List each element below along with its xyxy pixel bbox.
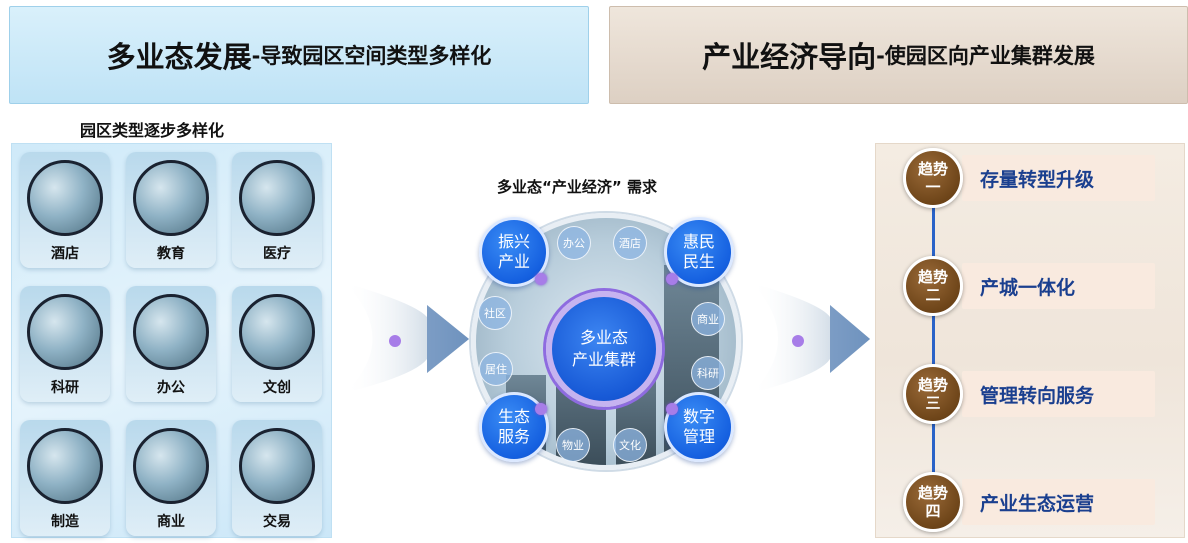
type-label: 文创 [263,380,291,396]
office-photo [133,294,209,370]
trend-badge: 趋势 二 [903,256,963,316]
node-line2: 产业 [497,252,530,271]
connector-dot [535,273,547,285]
type-label: 医疗 [263,246,291,262]
trend-badge: 趋势 三 [903,364,963,424]
bubble-residence: 居住 [479,352,513,386]
type-label: 科研 [51,380,79,396]
bubble-office: 办公 [557,226,591,260]
trend-box: 管理转向服务 [962,371,1155,417]
trend-tag: 趋势 [917,376,948,394]
trading-photo [239,428,315,504]
type-label: 教育 [157,246,185,262]
trend-badge: 趋势 一 [903,148,963,208]
node-line1: 生态 [497,407,530,426]
trend-tag: 趋势 [917,484,948,502]
node-line2: 服务 [497,427,530,446]
type-tile: 制造 [20,420,110,536]
trend-number: 三 [925,394,941,412]
type-label: 交易 [263,514,291,530]
arrow-right-icon [345,283,469,393]
hotel-photo [27,160,103,236]
research-photo [27,294,103,370]
connector-dot [535,403,547,415]
type-tile: 交易 [232,420,322,536]
bubble-commerce: 商业 [691,302,725,336]
node-line1: 惠民 [682,232,715,251]
type-tile: 酒店 [20,152,110,268]
type-tile: 办公 [126,286,216,402]
trend-number: 四 [925,502,941,520]
core-circle: 多业态 产业集群 [546,291,662,407]
banner-left: 多业态发展 -导致园区空间类型多样化 [9,6,589,104]
trend-badge: 趋势 四 [903,472,963,532]
bubble-hotel: 酒店 [613,226,647,260]
trend-box: 产业生态运营 [962,479,1155,525]
node-revitalize: 振兴 产业 [479,217,549,287]
trend-tag: 趋势 [917,268,948,286]
center-title: 多业态“产业经济” 需求 [497,178,657,196]
type-label: 制造 [51,514,79,530]
connector-dot [666,273,678,285]
core-line2: 产业集群 [571,350,636,369]
bubble-property: 物业 [556,428,590,462]
type-tile: 教育 [126,152,216,268]
trend-box: 存量转型升级 [962,155,1155,201]
trend-tag: 趋势 [917,160,948,178]
type-label: 商业 [157,514,185,530]
type-tile: 医疗 [232,152,322,268]
node-eco-service: 生态 服务 [479,392,549,462]
park-types-panel: 酒店 教育 医疗 科研 办公 文创 制造 商业 交易 [11,143,332,538]
banner-right-main: 产业经济导向 [702,40,877,74]
node-line2: 民生 [682,252,715,271]
arrow-right-icon [752,283,870,393]
banner-right: 产业经济导向 -使园区向产业集群发展 [609,6,1188,104]
core-line1: 多业态 [579,328,628,347]
medical-photo [239,160,315,236]
connector-dot [666,403,678,415]
manufacturing-photo [27,428,103,504]
type-tile: 科研 [20,286,110,402]
node-line2: 管理 [682,427,715,446]
banner-left-sub: -导致园区空间类型多样化 [251,44,492,68]
trend-box: 产城一体化 [962,263,1155,309]
bubble-research: 科研 [691,356,725,390]
bubble-culture: 文化 [613,428,647,462]
node-line1: 振兴 [497,232,530,251]
type-tile: 文创 [232,286,322,402]
creative-photo [239,294,315,370]
type-label: 办公 [157,380,185,396]
node-line1: 数字 [682,407,715,426]
timeline-line [932,175,935,505]
education-photo [133,160,209,236]
node-digital-mgmt: 数字 管理 [664,392,734,462]
trend-number: 一 [925,178,941,196]
park-types-title: 园区类型逐步多样化 [80,121,225,140]
banner-right-sub: -使园区向产业集群发展 [876,44,1095,68]
type-tile: 商业 [126,420,216,536]
bubble-community: 社区 [478,296,512,330]
commerce-photo [133,428,209,504]
banner-left-main: 多业态发展 [106,40,252,74]
type-label: 酒店 [51,246,79,262]
trend-number: 二 [925,286,941,304]
